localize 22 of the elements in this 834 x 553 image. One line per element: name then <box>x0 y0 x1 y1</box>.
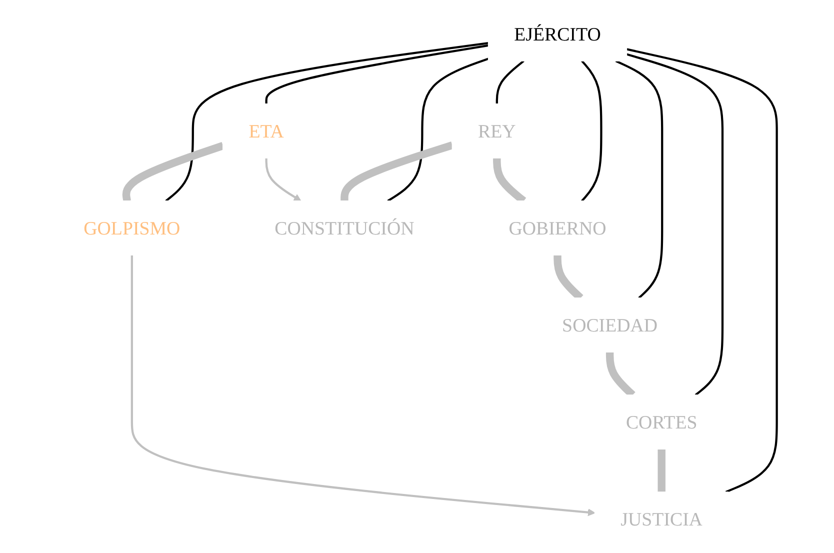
connector <box>496 60 524 104</box>
connector <box>580 60 602 202</box>
arrow <box>264 158 301 202</box>
node-text: ETA <box>248 120 284 142</box>
connector <box>164 42 488 202</box>
connector <box>386 58 488 202</box>
connector <box>264 44 488 104</box>
node-text: CORTES <box>626 411 697 433</box>
connector <box>657 448 666 492</box>
connector <box>615 60 663 299</box>
connector <box>122 142 224 202</box>
node-text: CONSTITUCIÓN <box>274 217 414 239</box>
node-text: EJÉRCITO <box>514 23 601 45</box>
node-text: REY <box>478 120 516 142</box>
node-text: JUSTICIA <box>620 508 702 530</box>
node-text: GOBIERNO <box>508 217 606 239</box>
arrow <box>130 255 595 516</box>
connector <box>340 141 454 202</box>
connector <box>626 53 724 396</box>
node-text: GOLPISMO <box>83 217 180 239</box>
connector <box>626 48 778 493</box>
node-text: SOCIEDAD <box>562 314 658 336</box>
